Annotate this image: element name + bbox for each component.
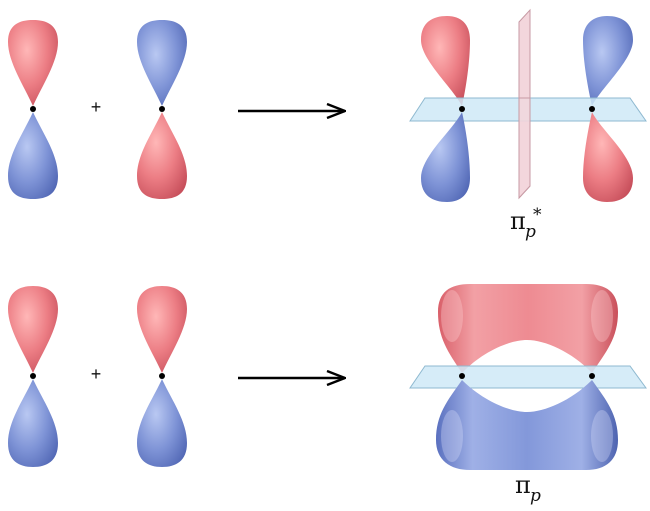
orbital-lobe-positive <box>8 20 58 106</box>
bonding-lobe-negative <box>436 380 618 470</box>
p-orbital-1-top <box>8 20 58 199</box>
orbital-lobe-negative <box>8 112 58 199</box>
nucleus-dot <box>159 373 165 379</box>
nucleus-dot <box>159 106 165 112</box>
orbital-lobe-negative <box>8 379 58 467</box>
pi-star-label: π p * <box>510 205 542 242</box>
p-orbital-2-bottom <box>137 286 187 467</box>
label-superscript: * <box>533 205 542 225</box>
p-orbital-2-top <box>137 20 187 199</box>
lobe-highlight <box>441 410 463 462</box>
orbital-lobe-negative <box>421 112 470 202</box>
orbital-lobe-positive <box>137 112 187 199</box>
pi-label: π p <box>515 471 541 506</box>
nucleus-dot <box>459 373 465 379</box>
lobe-highlight <box>441 290 463 342</box>
label-subscript: p <box>530 486 541 506</box>
lobe-highlight <box>591 410 613 462</box>
nucleus-dot <box>589 106 595 112</box>
nucleus-dot <box>30 373 36 379</box>
horizontal-nodal-plane <box>409 365 647 389</box>
orbital-lobe-positive <box>583 112 633 202</box>
pi-star-antibonding-orbital <box>409 8 647 202</box>
orbital-lobe-positive <box>137 286 187 373</box>
label-base: π <box>515 471 531 499</box>
orbital-lobe-positive <box>421 16 470 106</box>
label-base: π <box>510 207 526 235</box>
pi-bonding-orbital <box>409 284 647 470</box>
orbital-lobe-negative <box>137 379 187 467</box>
p-orbital-1-bottom <box>8 286 58 467</box>
nucleus-dot <box>30 106 36 112</box>
orbital-lobe-negative <box>137 20 187 106</box>
nucleus-dot <box>459 106 465 112</box>
plus-operator: + <box>91 97 102 117</box>
label-subscript: p <box>525 222 536 242</box>
bonding-lobe-positive <box>438 284 618 373</box>
lobe-highlight <box>591 290 613 342</box>
nucleus-dot <box>589 373 595 379</box>
vertical-nodal-plane-front <box>518 97 531 200</box>
plus-operator: + <box>91 364 102 384</box>
orbital-lobe-positive <box>8 286 58 373</box>
orbital-lobe-negative <box>583 16 633 106</box>
